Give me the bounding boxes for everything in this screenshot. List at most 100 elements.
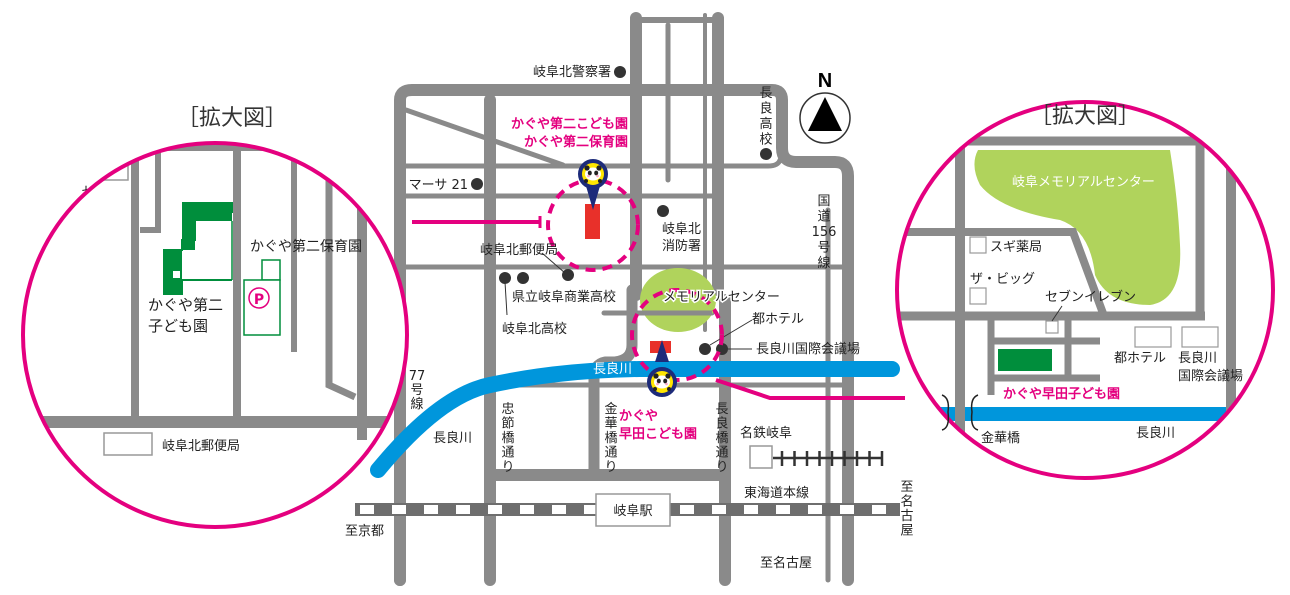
label-tokaido: 東海道本線 [744,485,809,501]
label-route77: 77 [409,369,426,384]
road-north-loop [394,84,854,586]
svg-text:P: P [254,292,264,308]
label-fire-1: 岐阜北 [662,221,701,237]
label-convention: 長良川国際会議場 [756,341,860,357]
label-seven: セブンイレブン [1045,289,1136,305]
gifu-station-box[interactable] [595,493,671,527]
label-nagara-high: 長 [759,86,772,101]
meitetsu-gifu-box[interactable] [749,445,773,469]
label-miyako: 都ホテル [752,312,804,327]
rail-dash [520,505,534,514]
label-kita-high: 岐阜北高校 [502,321,567,337]
label-kodomoen-2: 子ども園 [148,317,208,335]
label-convention-1: 長良川 [1178,350,1217,366]
seven-building [1045,320,1059,334]
label-to-kyoto: 至京都 [345,524,384,539]
label-route156: 号 [817,241,830,256]
rail-dash [584,505,598,514]
label-route77: 号 [410,383,423,398]
convention-building [1181,326,1219,348]
label-memorial-inset: 岐阜メモリアルセンター [1012,174,1155,190]
memorial-park-inset [974,150,1181,305]
rail-dash [744,505,758,514]
label-kinka-bridge: 金華橋 [981,430,1020,446]
rail-dash [360,505,374,514]
label-thebig: ザ・ビッグ [970,272,1035,287]
label-fire-2: 消防署 [662,238,701,254]
rail-dash [488,505,502,514]
label-chusetsu-st: り [501,460,514,475]
inset-right-title: ［拡大図］ [1030,104,1140,129]
label-route156: 道 [817,210,830,225]
inset-left-title: ［拡大図］ [177,106,287,131]
sugi-building [969,236,987,254]
label-to-nagoya-v: 至 [900,480,913,495]
label-chusetsu-st: 忠 [501,402,514,417]
north-compass: N [799,70,851,144]
gifu-station-label: 岐阜駅 [613,503,652,519]
label-commercial: 県立岐阜商業高校 [512,289,616,305]
fire-station-dot [657,205,669,217]
rail-dash [424,505,438,514]
label-route156: 国 [817,194,830,209]
miyako-hotel-dot [699,343,711,355]
label-nagara-st: り [715,460,728,475]
label-nursery: かぐや第二保育園 [250,238,362,255]
commercial-school-dot [499,272,511,284]
north-label: N [818,70,832,92]
label-to-nagoya-v: 屋 [900,524,913,539]
road-h1 [403,157,783,169]
pin-south[interactable] [647,340,677,397]
inset-right: ［拡大図］ 岐阜メモリアルセンター スギ薬局 ザ・ビッグ セブンイレブン 都ホテ… [895,100,1275,480]
label-nagara-st: 長 [715,402,728,417]
pin-north[interactable] [578,159,608,210]
label-kindergarten-north-1: かぐや第二こども園 [511,116,628,132]
label-kinka-st: 華 [604,417,617,432]
label-chusetsu-st: 橋 [501,431,514,446]
label-kinka-st: 金 [604,401,617,417]
rail-dash [552,505,566,514]
north-arrow-icon [808,97,842,131]
label-nagara-st: 良 [715,416,728,432]
memorial-park [640,268,716,332]
label-kindergarten-south-1: かぐや [619,409,658,424]
rail-dash [808,505,822,514]
label-nagara-high: 校 [759,132,772,148]
panda-icon [578,159,608,189]
rail-dash [872,505,886,514]
label-nagara-high: 良 [759,101,772,117]
kita-high-dot [517,272,529,284]
label-kindergarten-north-2: かぐや第二保育園 [524,134,628,150]
kindergarten-north-marker[interactable] [585,204,600,239]
label-chusetsu-st: 節 [501,417,514,432]
rail-dash [712,505,726,514]
panda-icon [647,367,677,397]
label-convention-2: 国際会議場 [1178,369,1243,384]
meitetsu-line [773,451,884,466]
road-h-diag [403,107,566,168]
nursery-building [261,259,281,281]
label-meitetsu: 名鉄岐阜 [740,425,792,441]
label-kodomoen-1: かぐや第二 [148,296,223,314]
post-office-building [103,432,153,456]
rail-dash [776,505,790,514]
label-to-nagoya-v: 古 [900,509,913,524]
nagara-river [370,361,900,478]
label-sugi: スギ薬局 [990,240,1042,255]
rail-dash [392,505,406,514]
miyako-building [1134,326,1172,348]
label-marusa: マーサ 21 [409,178,468,193]
label-chusetsu-st: 通 [501,446,514,461]
label-river-on: 長良川 [593,361,632,377]
label-river-inset: 長良川 [1136,425,1175,441]
label-memorial: メモリアルセンター [663,290,780,305]
label-kodomoen-inset: かぐや早田子ども園 [1003,386,1120,402]
inset-left: P ［拡大図］ かぐや第二保育園 かぐや第二 子ども園 岐阜北郵便局 [21,106,409,529]
kodomoen-building-inset [998,349,1052,371]
rail-dash [456,505,470,514]
label-route156: 線 [817,255,830,271]
label-route156: 156 [812,225,837,240]
label-kindergarten-south-2: 早田こども園 [619,426,697,442]
label-nagara-high: 高 [759,116,772,132]
